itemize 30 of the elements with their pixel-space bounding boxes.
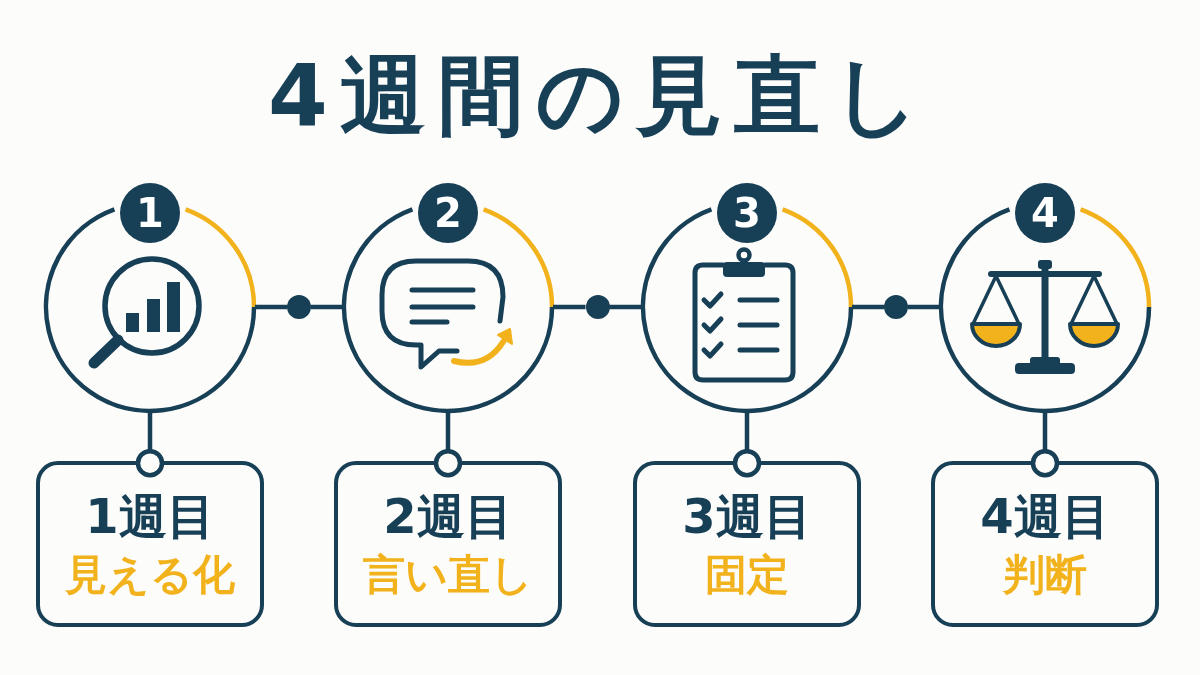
junction-dot — [287, 295, 311, 319]
week-heading: 4週目 — [980, 489, 1110, 543]
number-badge: 1 — [120, 183, 180, 243]
number-badge: 3 — [717, 183, 777, 243]
theme-text: 判断 — [1003, 552, 1087, 599]
week-card — [334, 461, 562, 627]
connector-line — [908, 304, 940, 310]
connector-line — [852, 304, 884, 310]
junction-dot — [585, 295, 610, 319]
connector-line — [433, 412, 463, 478]
theme-text: 固定 — [705, 552, 789, 599]
title: 4週間の見直し — [268, 52, 932, 138]
week-card — [931, 461, 1159, 627]
connector-line — [311, 304, 343, 310]
connector-line — [553, 304, 586, 310]
junction-dot — [884, 295, 908, 319]
week-card — [36, 461, 264, 627]
theme-text: 見える化 — [65, 552, 235, 599]
week-card — [633, 461, 861, 627]
week-heading: 1週目 — [85, 489, 215, 543]
theme-text: 言い直し — [363, 552, 533, 599]
connector-line — [1030, 412, 1060, 478]
connector-line — [732, 412, 762, 478]
week-heading: 2週目 — [383, 489, 513, 543]
connector-line — [135, 412, 165, 478]
number-badge: 4 — [1015, 183, 1075, 243]
number-badge: 2 — [418, 183, 478, 243]
connector-line — [609, 304, 642, 310]
connector-line — [255, 304, 287, 310]
week-heading: 3週目 — [682, 489, 812, 543]
